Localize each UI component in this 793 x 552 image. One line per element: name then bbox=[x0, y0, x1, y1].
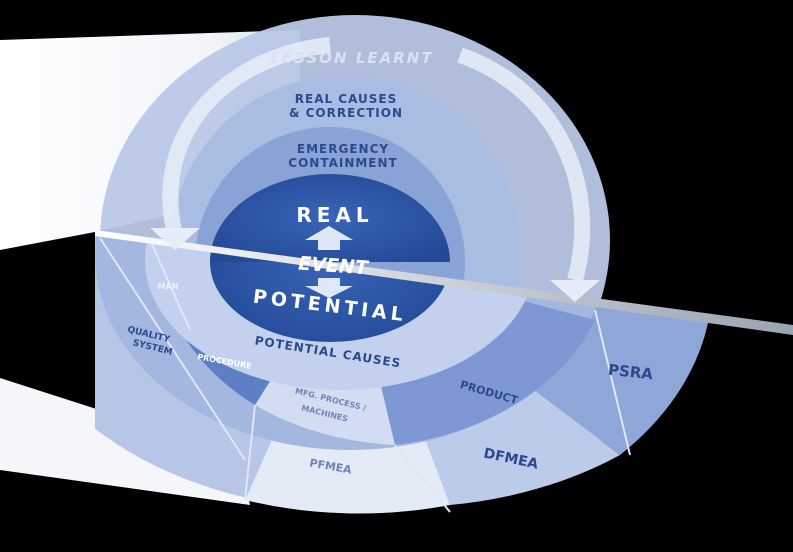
event-arrow-down bbox=[305, 278, 353, 298]
emergency-label-1: EMERGENCY bbox=[297, 142, 389, 156]
real-causes-label-1: REAL CAUSES bbox=[295, 92, 398, 106]
event-horizon-line bbox=[95, 230, 793, 335]
real-causes-label-2: & CORRECTION bbox=[289, 106, 403, 120]
lesson-learnt-arrow-left bbox=[150, 37, 331, 250]
real-core bbox=[210, 174, 450, 262]
event-arrow-up bbox=[305, 226, 353, 250]
event-label: EVENT bbox=[298, 253, 371, 280]
real-label: REAL bbox=[296, 203, 373, 227]
lesson-learnt-label: LESSON LEARNT bbox=[270, 49, 433, 67]
man-label: MAN bbox=[158, 282, 179, 291]
fan-separators bbox=[99, 237, 631, 513]
lesson-learnt-arrow-right bbox=[457, 47, 600, 302]
psra-label: PSRA bbox=[607, 361, 654, 384]
emergency-label-2: CONTAINMENT bbox=[288, 156, 397, 170]
